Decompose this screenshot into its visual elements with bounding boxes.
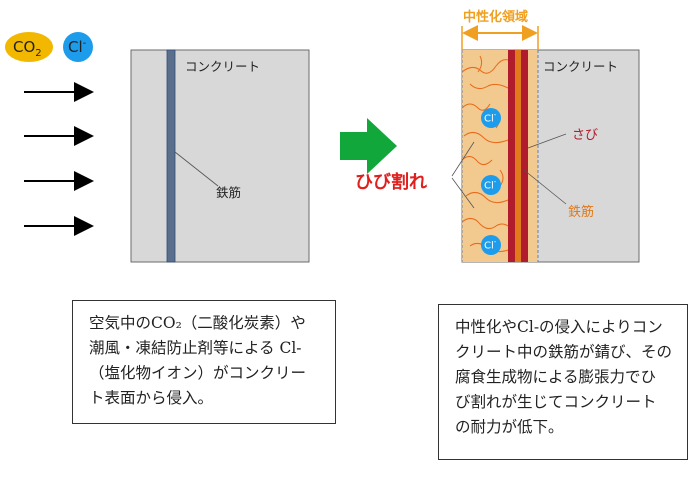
co2-label: CO2 xyxy=(13,38,42,59)
cl-ion-icon xyxy=(481,108,501,128)
rebar-leader-line xyxy=(523,169,567,205)
neutralization-zone-label: 中性化領域 xyxy=(463,10,529,25)
zone-cl-label: Cl- xyxy=(484,111,497,125)
crack-label: ひび割れ xyxy=(355,172,427,193)
right-rebar xyxy=(515,50,521,262)
right-explanation-box: 中性化やCl-の侵入によりコン クリート中の鉄筋が錆び、その 腐食生成物による膨… xyxy=(438,304,688,460)
left-rebar xyxy=(166,49,176,263)
left-concrete-label: コンクリート xyxy=(185,59,261,74)
crack-leader-line xyxy=(451,177,475,209)
right-rebar-label: 鉄筋 xyxy=(568,205,595,220)
zone-cl-label: Cl- xyxy=(484,238,497,252)
cl-ion-icon xyxy=(481,235,501,255)
transition-arrow xyxy=(340,118,397,174)
left-concrete-block xyxy=(130,49,310,263)
right-concrete-label: コンクリート xyxy=(543,59,619,74)
co2-molecule-icon xyxy=(5,32,53,62)
cl-label: Cl- xyxy=(68,38,86,56)
rust-label: さび xyxy=(572,128,599,143)
left-rebar-leader-line xyxy=(174,151,219,187)
cl-ion-icon xyxy=(481,175,501,195)
left-explanation-box: 空気中のCO₂（二酸化炭素）や 潮風・凍結防止剤等による Cl- （塩化物イオン… xyxy=(72,300,336,424)
rust-leader-line xyxy=(527,133,567,149)
left-rebar-label: 鉄筋 xyxy=(216,185,242,200)
cl-ion-icon xyxy=(63,32,93,62)
zone-cl-label: Cl- xyxy=(484,178,497,192)
cl-superscript-text: - xyxy=(82,38,87,49)
co2-base-text: CO xyxy=(13,38,36,56)
cl-base-text: Cl xyxy=(68,38,83,56)
crack-leader-line xyxy=(451,141,475,177)
co2-subscript-text: 2 xyxy=(35,48,42,59)
crack-lines xyxy=(461,55,509,253)
